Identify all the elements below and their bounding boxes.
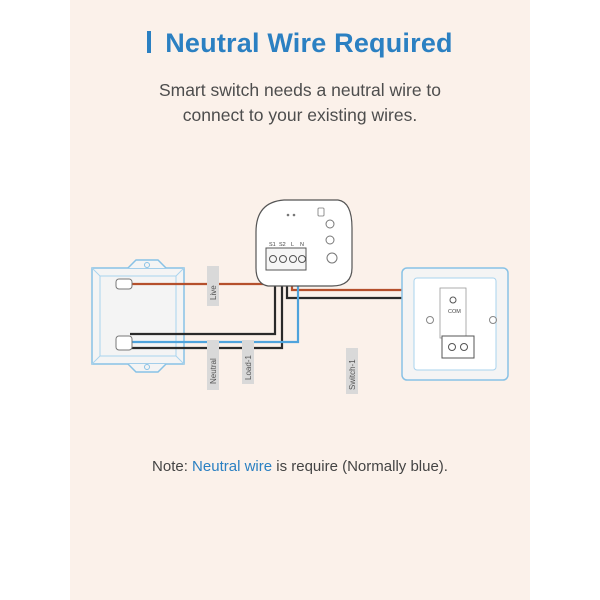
neutral-black-wire — [130, 268, 277, 336]
wire-connector-top — [115, 278, 133, 290]
note-prefix: Note: — [152, 458, 193, 475]
subtitle-line-2: connect to your existing wires. — [182, 105, 418, 125]
wiring-diagram: S1 S2 L N COM Live Neutral Load-1 — [91, 199, 509, 394]
subtitle-line-1: Smart switch needs a neutral wire to — [158, 80, 442, 100]
terminal-label-s1: S1 — [269, 242, 276, 248]
note-text: Note: Neutral wire is require (Normally … — [70, 458, 530, 475]
wire-label-live: Live — [209, 285, 218, 300]
wire-label-switch: Switch-1 — [348, 359, 357, 390]
instruction-card: Neutral Wire Required Smart switch needs… — [70, 0, 530, 600]
subtitle: Smart switch needs a neutral wire to con… — [70, 78, 530, 128]
junction-box — [91, 259, 185, 373]
load-wire — [124, 268, 284, 350]
note-suffix: is require (Normally blue). — [272, 458, 448, 475]
smart-switch-module: S1 S2 L N — [255, 199, 353, 287]
terminal-label-s2: S2 — [279, 242, 286, 248]
title-accent-bar — [147, 30, 152, 53]
tag-switch — [346, 348, 358, 394]
wire-label-neutral: Neutral — [209, 358, 218, 384]
tag-load — [242, 340, 254, 384]
wire-label-load: Load-1 — [244, 355, 253, 380]
tag-live — [207, 266, 219, 306]
wire-connector-bottom — [115, 335, 133, 351]
wire-label-tags: Live Neutral Load-1 Switch-1 — [207, 266, 358, 394]
terminal-label-l: L — [291, 242, 294, 248]
terminal-label-n: N — [300, 242, 304, 248]
tag-neutral — [207, 340, 219, 390]
wall-switch: COM — [401, 267, 509, 381]
page-title: Neutral Wire Required — [165, 28, 453, 58]
note-highlight: Neutral wire — [192, 458, 273, 475]
neutral-blue-wire — [130, 268, 300, 344]
title-row: Neutral Wire Required — [70, 28, 530, 68]
com-terminal-label: COM — [448, 309, 461, 315]
